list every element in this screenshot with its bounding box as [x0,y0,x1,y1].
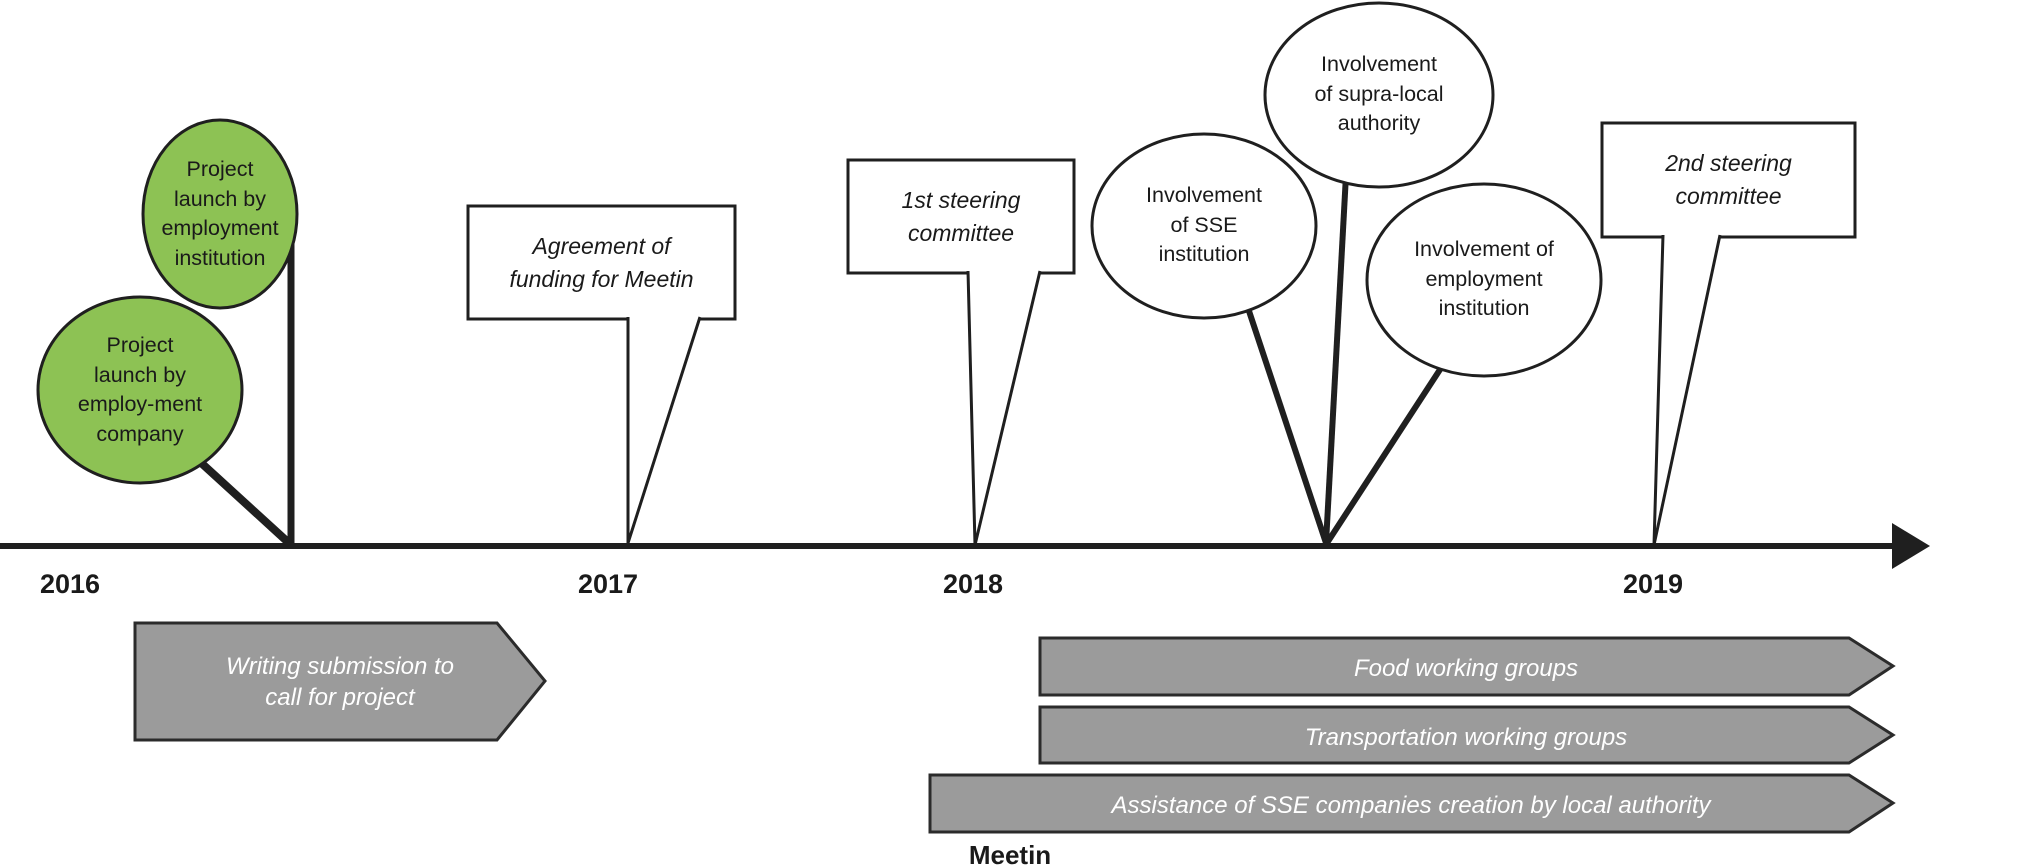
callout-second-steering [1600,121,1857,239]
bar-food-working-groups [1038,636,1896,697]
callout-tail-first-steering [966,270,1042,546]
stem-supra-involvement [1323,174,1349,544]
callout-agreement-funding [466,204,737,321]
callout-tail-second-steering [1652,234,1722,546]
bar-assistance-sse [928,773,1896,834]
event-circle-launch-company [36,295,244,485]
bar-transportation-working-groups [1038,705,1896,765]
stem-employment-involvement [1324,366,1444,545]
event-circle-employment-involvement [1365,182,1603,378]
callout-first-steering [846,158,1076,275]
timeline-arrowhead-icon [1892,523,1930,569]
callout-tail-agreement-funding [626,316,702,544]
bar-writing-submission [133,621,547,742]
event-circle-sse-involvement [1090,132,1318,320]
stem-sse-involvement [1244,304,1329,544]
event-circle-launch-institution [141,118,299,310]
stem-launch-company [195,457,293,547]
event-circle-supra-involvement [1263,1,1495,189]
